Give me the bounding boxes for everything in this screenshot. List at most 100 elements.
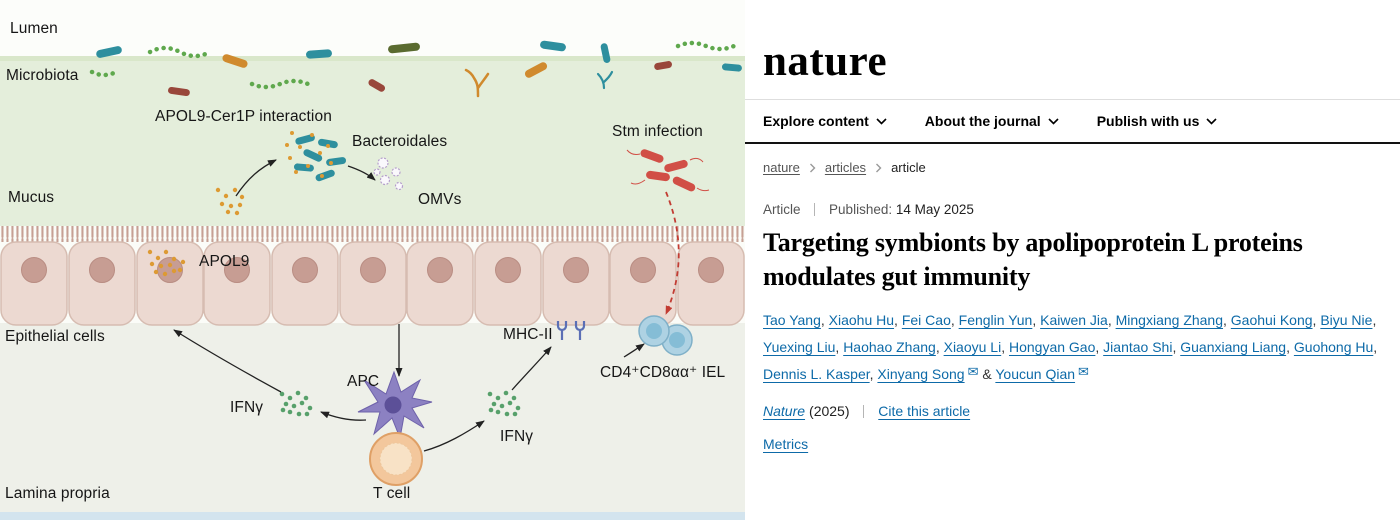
- author-link[interactable]: Jiantao Shi: [1103, 338, 1173, 355]
- nav-explore-content[interactable]: Explore content: [763, 113, 887, 129]
- breadcrumb-articles[interactable]: articles: [824, 160, 867, 175]
- label-omvs: OMVs: [418, 191, 462, 208]
- journal-page: nature Explore content About the journal…: [745, 0, 1400, 520]
- author-separator: ,: [1107, 311, 1116, 328]
- author-separator: ,: [1032, 311, 1041, 328]
- nav-label: About the journal: [924, 113, 1041, 129]
- author-link[interactable]: Fenglin Yun: [958, 311, 1033, 328]
- author-link[interactable]: Haohao Zhang: [843, 338, 936, 355]
- author-separator: ,: [894, 311, 902, 328]
- author-link[interactable]: Tao Yang: [763, 311, 821, 328]
- article-meta: Article Published: 14 May 2025: [763, 202, 1400, 217]
- author-separator: ,: [1223, 311, 1231, 328]
- label-apol9-cer1p: APOL9-Cer1P interaction: [155, 108, 332, 125]
- label-apol9: APOL9: [199, 253, 250, 270]
- omv-vesicles: [373, 157, 404, 191]
- label-bacteroidales: Bacteroidales: [352, 133, 448, 150]
- nav-label: Publish with us: [1096, 113, 1200, 129]
- background-regions: [0, 56, 745, 520]
- article-type: Article: [763, 202, 801, 217]
- chevron-down-icon: [1048, 117, 1059, 125]
- author-link[interactable]: Youcun Qian: [995, 366, 1076, 383]
- label-stm-infection: Stm infection: [612, 123, 703, 140]
- nav-label: Explore content: [763, 113, 869, 129]
- ifng-right-dots: [487, 390, 521, 417]
- author-separator: ,: [820, 311, 829, 328]
- email-icon[interactable]: ✉: [967, 364, 979, 380]
- label-ifng-left: IFNγ: [230, 399, 264, 416]
- author-separator: ,: [950, 311, 959, 328]
- author-separator: ,: [1095, 338, 1104, 355]
- breadcrumb-article: article: [891, 160, 926, 175]
- published-label: Published:: [829, 202, 893, 217]
- label-microbiota: Microbiota: [6, 67, 79, 84]
- author-link[interactable]: Biyu Nie: [1320, 311, 1373, 328]
- author-link[interactable]: Gaohui Kong: [1230, 311, 1313, 328]
- label-lumen: Lumen: [10, 20, 58, 37]
- figure-illustration: [0, 40, 745, 520]
- bacteroidales-cluster: [285, 131, 347, 182]
- microbiota-illustration: [89, 40, 742, 98]
- author-link[interactable]: Dennis L. Kasper: [763, 366, 870, 383]
- author-link[interactable]: Mingxiang Zhang: [1115, 311, 1224, 328]
- t-cell: [369, 432, 423, 486]
- article-title: Targeting symbionts by apolipoprotein L …: [763, 228, 1303, 291]
- cell-nuclei: [21, 257, 724, 283]
- apol9-dots-epithelium: [147, 249, 186, 277]
- author-separator: ,: [1373, 338, 1378, 355]
- stm-bacteria: [626, 149, 710, 192]
- author-separator: &: [978, 366, 996, 383]
- breadcrumb: nature articles article: [763, 160, 1400, 175]
- label-ifng-right: IFNγ: [500, 428, 534, 445]
- citation-year: (2025): [809, 403, 850, 420]
- iel-cells: [638, 315, 693, 356]
- header-divider: [745, 99, 1400, 100]
- author-link[interactable]: Kaiwen Jia: [1040, 311, 1108, 328]
- author-link[interactable]: Yuexing Liu: [763, 338, 836, 355]
- breadcrumb-nature[interactable]: nature: [763, 160, 800, 175]
- metrics-link[interactable]: Metrics: [763, 436, 809, 453]
- citation-divider: [863, 405, 865, 419]
- chevron-down-icon: [1206, 117, 1217, 125]
- cite-this-article-link[interactable]: Cite this article: [878, 403, 971, 420]
- author-link[interactable]: Xiaohu Hu: [828, 311, 895, 328]
- author-separator: ,: [1312, 311, 1321, 328]
- author-list: Tao Yang, Xiaohu Hu, Fei Cao, Fenglin Yu…: [763, 307, 1380, 389]
- stm-infection-arrow: [665, 191, 680, 315]
- label-mhc2: MHC-II: [503, 326, 553, 343]
- author-link[interactable]: Guanxiang Liang: [1180, 338, 1287, 355]
- chevron-right-icon: [809, 163, 816, 173]
- nav-publish-with-us[interactable]: Publish with us: [1097, 113, 1218, 129]
- author-separator: ,: [835, 338, 844, 355]
- brush-border: [0, 226, 745, 242]
- author-link[interactable]: Guohong Hu: [1293, 338, 1374, 355]
- author-separator: ,: [1172, 338, 1181, 355]
- label-epithelial-cells: Epithelial cells: [5, 328, 105, 345]
- author-link[interactable]: Hongyan Gao: [1008, 338, 1096, 355]
- published-date: 14 May 2025: [895, 202, 974, 217]
- apol9-dots-mucus: [215, 187, 245, 216]
- author-separator: ,: [1001, 338, 1009, 355]
- label-iel: CD4⁺CD8αα⁺ IEL: [600, 364, 726, 381]
- epithelial-cell-row: [0, 241, 745, 326]
- nav-about-journal[interactable]: About the journal: [925, 113, 1059, 129]
- author-link[interactable]: Xinyang Song: [877, 366, 965, 383]
- main-nav: Explore content About the journal Publis…: [745, 100, 1400, 144]
- email-icon[interactable]: ✉: [1078, 364, 1089, 380]
- label-apc: APC: [347, 373, 380, 390]
- author-separator: ,: [869, 366, 878, 383]
- figure-panel: Lumen Microbiota APOL9-Cer1P interaction…: [0, 20, 745, 520]
- author-link[interactable]: Fei Cao: [901, 311, 951, 328]
- journal-link[interactable]: Nature: [763, 403, 806, 420]
- label-mucus: Mucus: [8, 189, 55, 206]
- chevron-right-icon: [875, 163, 882, 173]
- author-separator: ,: [1372, 311, 1377, 328]
- pathway-arrows: [173, 159, 645, 452]
- chevron-down-icon: [876, 117, 887, 125]
- citation-line: Nature(2025) Cite this article: [763, 403, 1400, 419]
- ifng-left-dots: [279, 390, 313, 417]
- label-lamina-propria: Lamina propria: [5, 485, 110, 502]
- nature-logo[interactable]: nature: [763, 38, 888, 85]
- mhc2-icons: [556, 321, 586, 340]
- author-link[interactable]: Xiaoyu Li: [943, 338, 1002, 355]
